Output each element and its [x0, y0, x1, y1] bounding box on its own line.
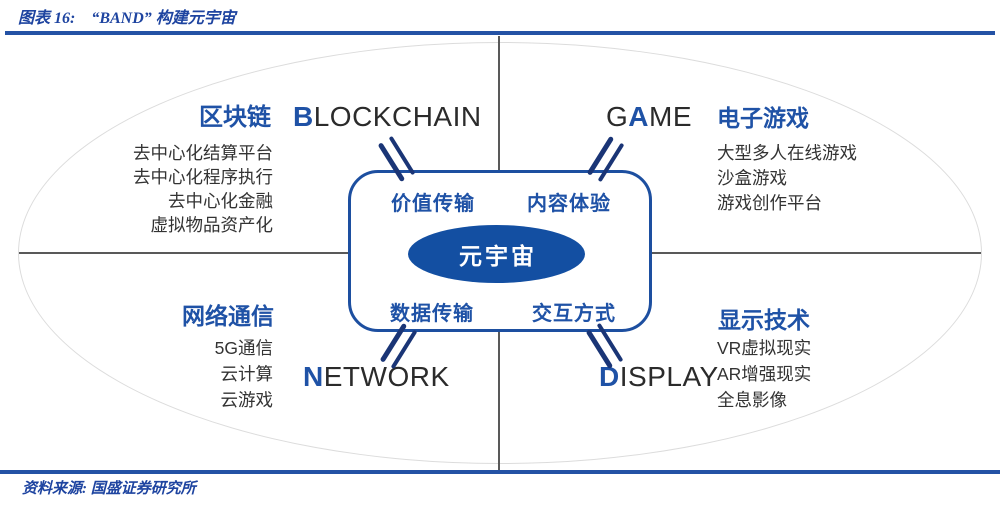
list-item: 去中心化金融 — [168, 191, 273, 211]
network-item-list: 5G通信 云计算 云游戏 — [215, 335, 273, 413]
heading-text: ME — [649, 101, 693, 132]
metaverse-core: 元宇宙 — [408, 225, 585, 283]
header-rule — [5, 31, 995, 35]
blockchain-item-list: 去中心化结算平台 去中心化程序执行 去中心化金融 虚拟物品资产化 — [133, 141, 273, 237]
network-en-heading: NETWORK — [303, 362, 450, 391]
display-item-list: VR虚拟现实 AR增强现实 全息影像 — [717, 335, 811, 413]
list-item: 大型多人在线游戏 — [717, 143, 857, 163]
metaverse-core-label: 元宇宙 — [459, 243, 537, 269]
list-item: 去中心化程序执行 — [133, 167, 273, 187]
display-zh-heading: 显示技术 — [718, 307, 810, 333]
list-item: 去中心化结算平台 — [133, 143, 273, 163]
blockchain-zh-heading: 区块链 — [199, 104, 271, 131]
heading-text: ETWORK — [323, 361, 450, 392]
data-transfer-label: 数据传输 — [390, 303, 474, 325]
heading-text: ISPLAY — [619, 361, 719, 392]
source-note: 资料来源: 国盛证券研究所 — [22, 481, 196, 497]
heading-highlight-letter: A — [628, 101, 650, 132]
heading-text: G — [606, 101, 629, 132]
game-en-heading: GAME — [606, 102, 692, 131]
list-item: 游戏创作平台 — [717, 193, 822, 213]
heading-highlight-letter: N — [303, 361, 324, 392]
value-transfer-label: 价值传输 — [391, 193, 475, 215]
heading-text: LOCKCHAIN — [313, 101, 482, 132]
game-item-list: 大型多人在线游戏 沙盒游戏 游戏创作平台 — [717, 141, 857, 216]
heading-highlight-letter: D — [599, 361, 620, 392]
footer-rule — [0, 470, 1000, 474]
network-zh-heading: 网络通信 — [182, 303, 274, 329]
list-item: VR虚拟现实 — [717, 338, 812, 358]
display-en-heading: DISPLAY — [599, 362, 719, 391]
interaction-mode-label: 交互方式 — [532, 303, 616, 325]
list-item: 全息影像 — [717, 390, 787, 410]
list-item: 云计算 — [220, 364, 274, 384]
list-item: 虚拟物品资产化 — [150, 215, 274, 235]
heading-highlight-letter: B — [293, 101, 314, 132]
universe-ellipse — [18, 42, 982, 464]
list-item: 云游戏 — [220, 390, 274, 410]
figure-title: 图表 16: “BAND” 构建元宇宙 — [18, 10, 236, 27]
blockchain-en-heading: BLOCKCHAIN — [293, 102, 482, 131]
list-item: AR增强现实 — [717, 364, 812, 384]
list-item: 沙盒游戏 — [717, 168, 787, 188]
game-zh-heading: 电子游戏 — [717, 105, 809, 131]
content-experience-label: 内容体验 — [527, 193, 611, 215]
list-item: 5G通信 — [214, 338, 273, 358]
